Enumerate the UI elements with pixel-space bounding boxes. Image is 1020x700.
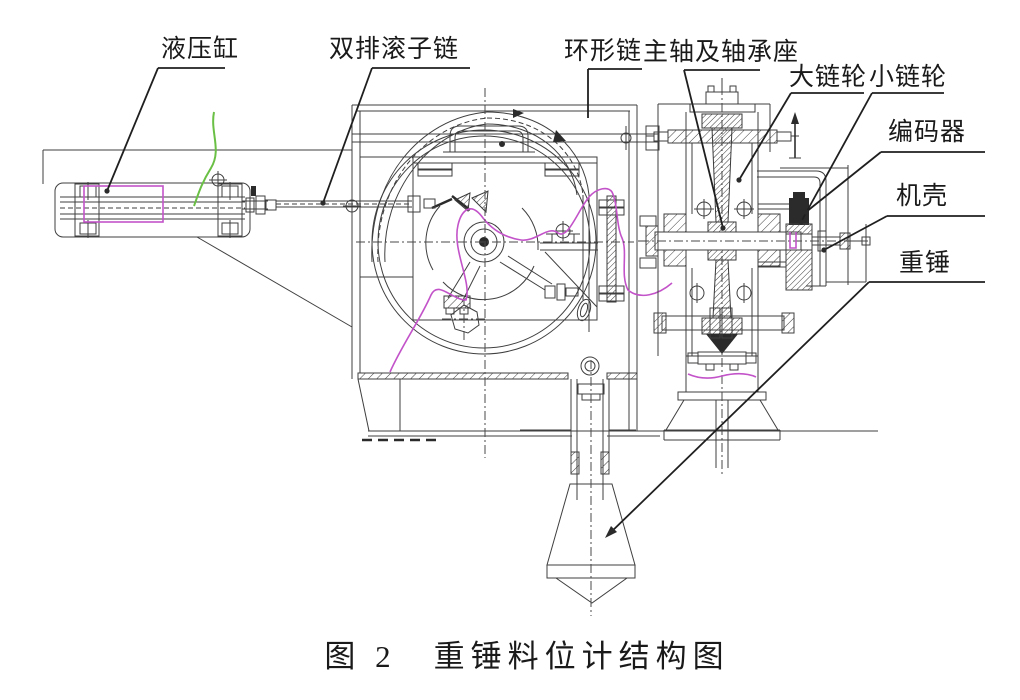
side-view-bottom-box	[677, 355, 767, 401]
label-encoder: 编码器	[888, 118, 966, 146]
cylinder-highlight	[83, 111, 217, 223]
label-double-row-roller-chain: 双排滚子链	[329, 35, 459, 63]
ring-chain-path	[371, 109, 605, 401]
label-main-shaft-and-bearing-seat: 主轴及轴承座	[643, 38, 799, 66]
guide-tube	[520, 379, 636, 500]
pin	[251, 186, 256, 196]
hydraulic-cylinder	[54, 171, 277, 238]
center-hub-mechanism	[423, 190, 625, 341]
top-rail	[352, 125, 660, 151]
chain-direction-arrow	[553, 130, 566, 142]
figure-caption: 图 2 重锤料位计结构图	[324, 639, 729, 674]
label-hydraulic-cylinder: 液压缸	[161, 35, 239, 63]
label-small-sprocket: 小链轮	[869, 63, 947, 91]
label-ring-chain: 环形链	[564, 37, 642, 65]
leader-lines	[104, 67, 985, 538]
encoder-assembly	[758, 112, 871, 291]
main-shaft-and-bearings	[638, 199, 868, 339]
up-arrow-icon	[791, 112, 799, 124]
centerlines-front	[356, 88, 634, 458]
support-bracket	[42, 149, 353, 328]
label-casing: 机壳	[896, 182, 948, 210]
side-view-funnel	[663, 399, 781, 468]
label-heavy-hammer: 重锤	[899, 249, 951, 277]
heavy-hammer	[546, 360, 636, 616]
chain-direction-arrow	[513, 109, 524, 118]
large-sprocket-section	[687, 113, 757, 371]
leader-arrowhead	[605, 526, 617, 538]
part-labels: 液压缸 双排滚子链 环形链 主轴及轴承座 大链轮 小链轮 编码器 机壳 重锤	[161, 35, 966, 277]
casing-frame	[757, 165, 867, 287]
roller-chain-run	[276, 195, 421, 213]
label-large-sprocket: 大链轮	[789, 63, 867, 91]
magenta-cable-route	[389, 187, 673, 373]
